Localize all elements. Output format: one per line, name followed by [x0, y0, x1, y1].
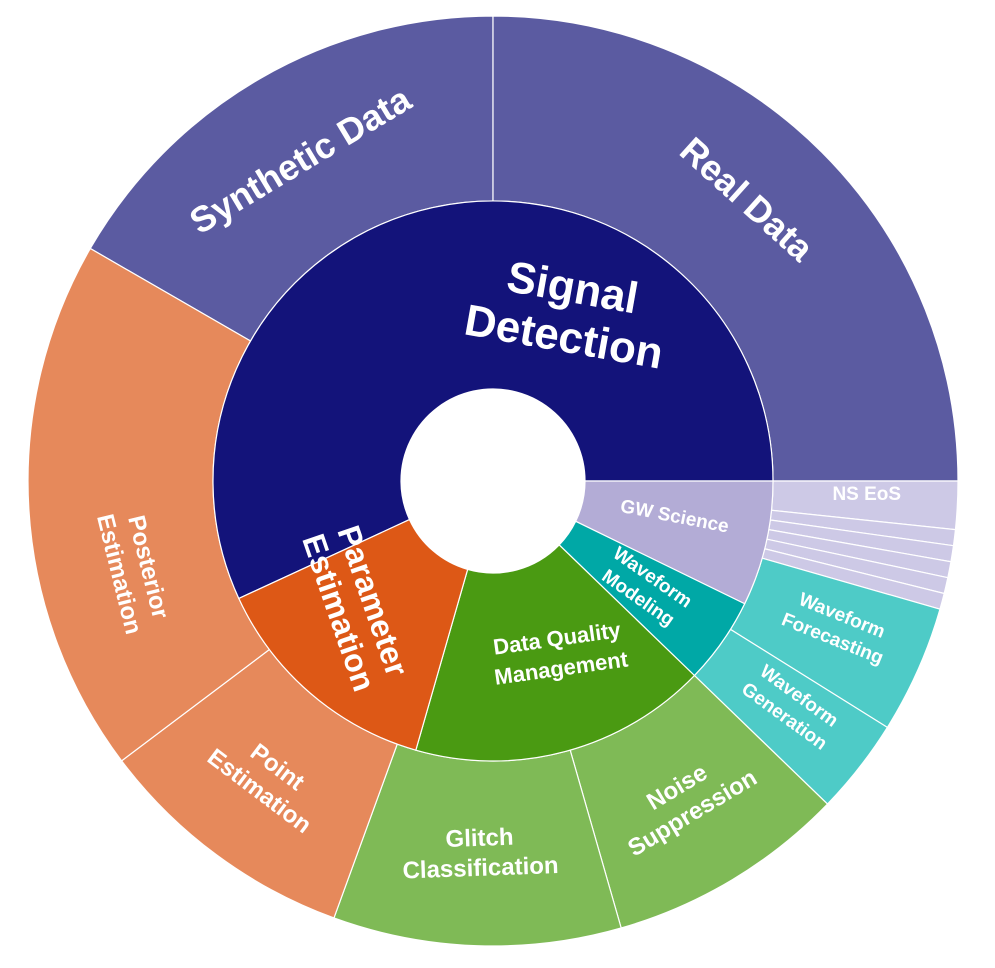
glitch-classification-label-line: Glitch — [445, 823, 514, 852]
ns-eos-label: NS EoS — [832, 484, 901, 505]
outer-ring — [27, 15, 959, 947]
center-hole — [401, 389, 585, 573]
inner-ring — [212, 200, 774, 762]
glitch-classification-label-line: Classification — [402, 852, 559, 884]
ns-eos-label-line: NS EoS — [832, 484, 901, 505]
glitch-classification-label: GlitchClassification — [401, 822, 559, 884]
